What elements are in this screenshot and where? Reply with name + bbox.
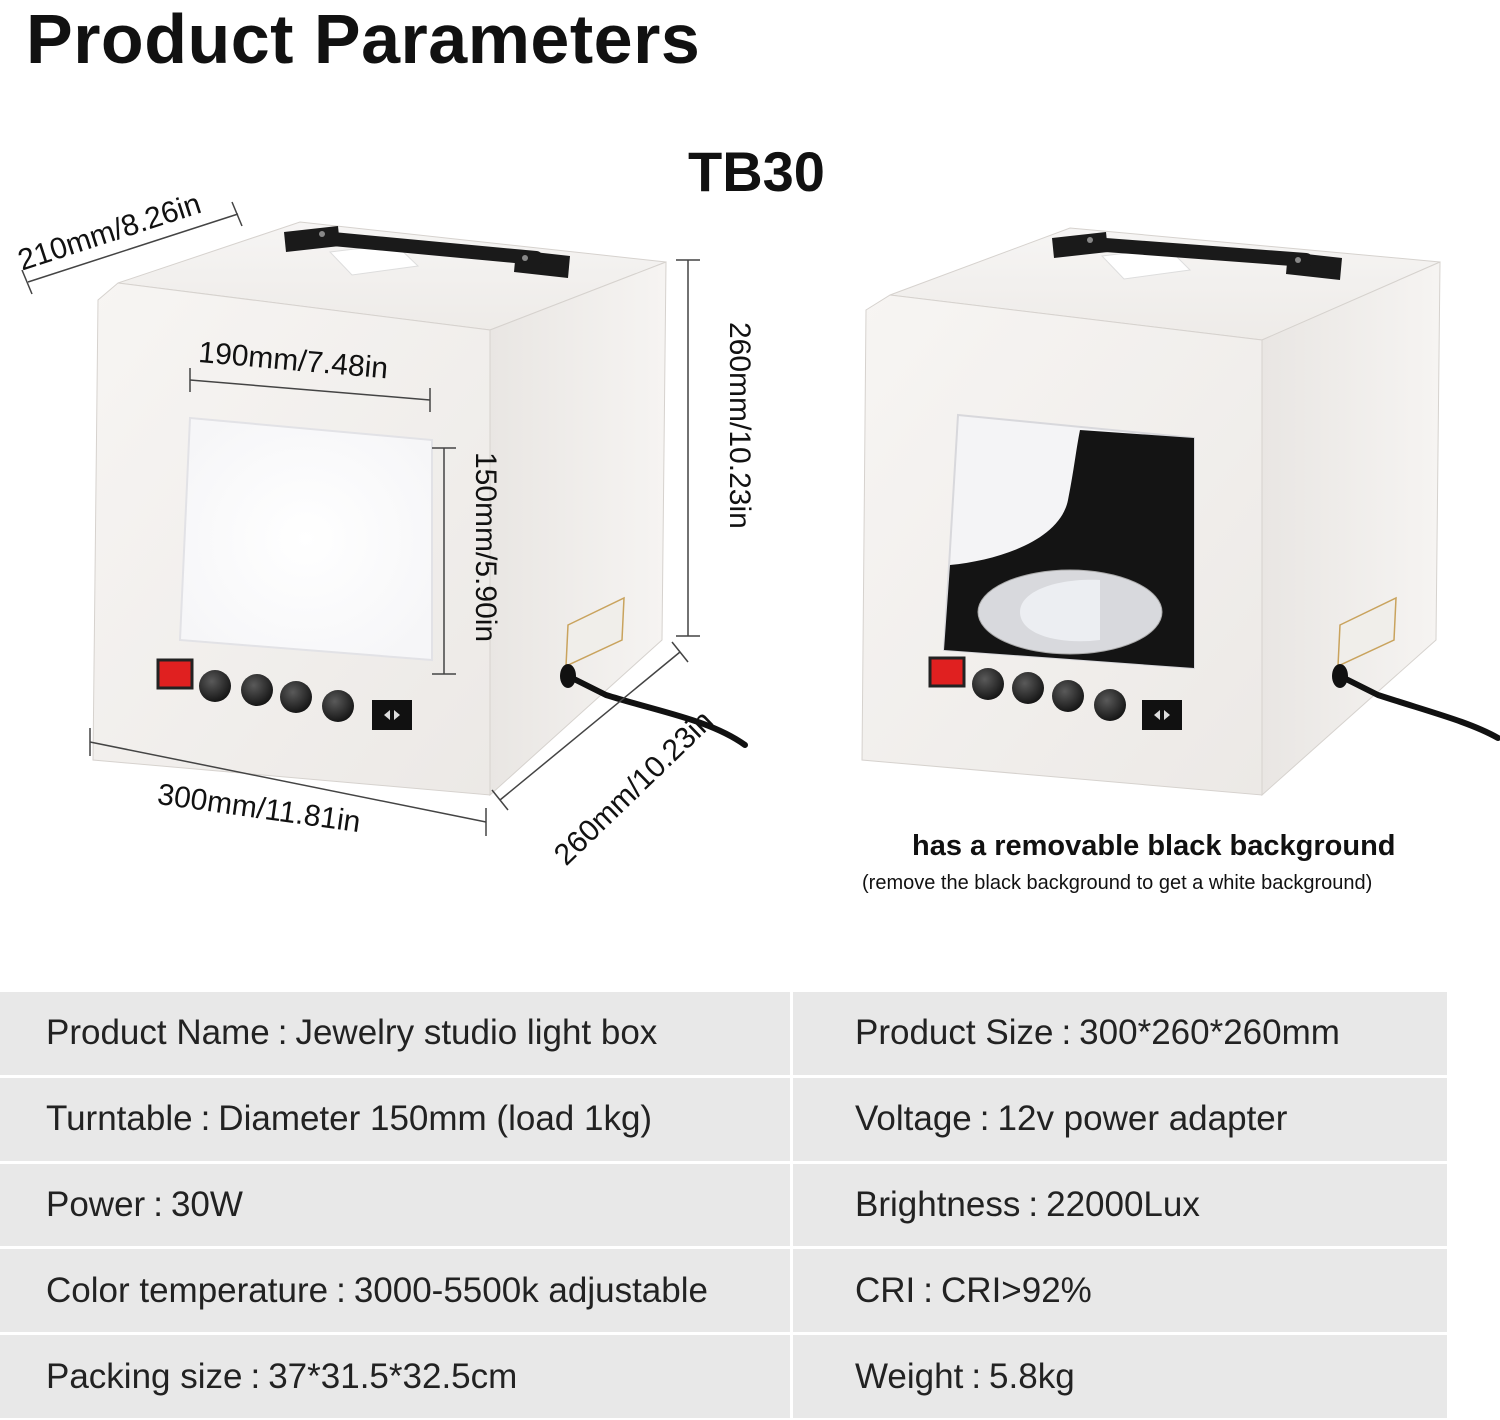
spec-value: 12v power adapter	[997, 1099, 1288, 1139]
page-title: Product Parameters	[26, 0, 701, 78]
handle-icon	[1052, 232, 1342, 280]
knob-icon	[1052, 680, 1084, 712]
spec-label: Product Name	[46, 1013, 270, 1053]
spec-value: 3000-5500k adjustable	[353, 1270, 708, 1310]
spec-cell: Product Name:Jewelry studio light box	[0, 992, 790, 1075]
spec-label: Weight	[855, 1356, 964, 1396]
spec-cell: Turntable:Diameter 150mm (load 1kg)	[0, 1077, 790, 1161]
spec-label: Packing size	[46, 1356, 243, 1396]
knob-icon	[241, 674, 273, 706]
spec-cell: Color temperature:3000-5500k adjustable	[0, 1249, 790, 1333]
spec-label: Voltage	[855, 1099, 972, 1139]
spec-label: Brightness	[855, 1184, 1021, 1224]
spec-value: 300*260*260mm	[1079, 1013, 1340, 1053]
spec-value: Jewelry studio light box	[295, 1013, 658, 1053]
note-sub: (remove the black background to get a wh…	[862, 872, 1373, 894]
knob-icon	[972, 668, 1004, 700]
spec-label: Product Size	[855, 1013, 1054, 1053]
spec-cell: Weight:5.8kg	[793, 1335, 1447, 1418]
speed-switch-icon	[372, 700, 412, 730]
power-cable-icon	[563, 672, 748, 748]
spec-label: CRI	[855, 1270, 916, 1310]
spec-value: CRI>92%	[941, 1270, 1092, 1310]
spec-label: Turntable	[46, 1099, 193, 1139]
spec-cell: CRI:CRI>92%	[793, 1249, 1447, 1333]
dimension-box-height: 260mm/10.23in	[723, 322, 756, 529]
model-label: TB30	[688, 140, 825, 203]
product-illustrations	[21, 201, 1500, 836]
spec-cell: Voltage:12v power adapter	[793, 1077, 1447, 1161]
spec-value: 30W	[170, 1184, 243, 1224]
knob-icon	[280, 681, 312, 713]
dimension-window-height: 150mm/5.90in	[469, 452, 502, 643]
power-cable-icon	[1335, 672, 1500, 741]
spec-value: Diameter 150mm (load 1kg)	[218, 1099, 653, 1139]
power-switch-icon	[928, 656, 966, 688]
handle-icon	[284, 226, 570, 278]
speed-switch-icon	[1142, 700, 1182, 730]
spec-cell: Packing size:37*31.5*32.5cm	[0, 1335, 790, 1418]
spec-cell: Product Size:300*260*260mm	[793, 992, 1447, 1075]
knob-icon	[322, 690, 354, 722]
spec-value: 22000Lux	[1046, 1184, 1200, 1224]
knob-icon	[1012, 672, 1044, 704]
light-box-front-view	[92, 221, 748, 797]
note-main: has a removable black background	[912, 830, 1396, 862]
spec-label: Color temperature	[46, 1270, 329, 1310]
spec-value: 37*31.5*32.5cm	[268, 1356, 518, 1396]
power-switch-icon	[156, 658, 194, 690]
spec-value: 5.8kg	[989, 1356, 1075, 1396]
knob-icon	[1094, 689, 1126, 721]
dimension-lines	[21, 201, 700, 836]
spec-cell: Power:30W	[0, 1163, 790, 1247]
spec-cell: Brightness:22000Lux	[793, 1163, 1447, 1247]
spec-table: Product Name:Jewelry studio light box Pr…	[0, 992, 1447, 1418]
spec-label: Power	[46, 1184, 146, 1224]
light-box-black-background-view	[861, 227, 1500, 797]
knob-icon	[199, 670, 231, 702]
